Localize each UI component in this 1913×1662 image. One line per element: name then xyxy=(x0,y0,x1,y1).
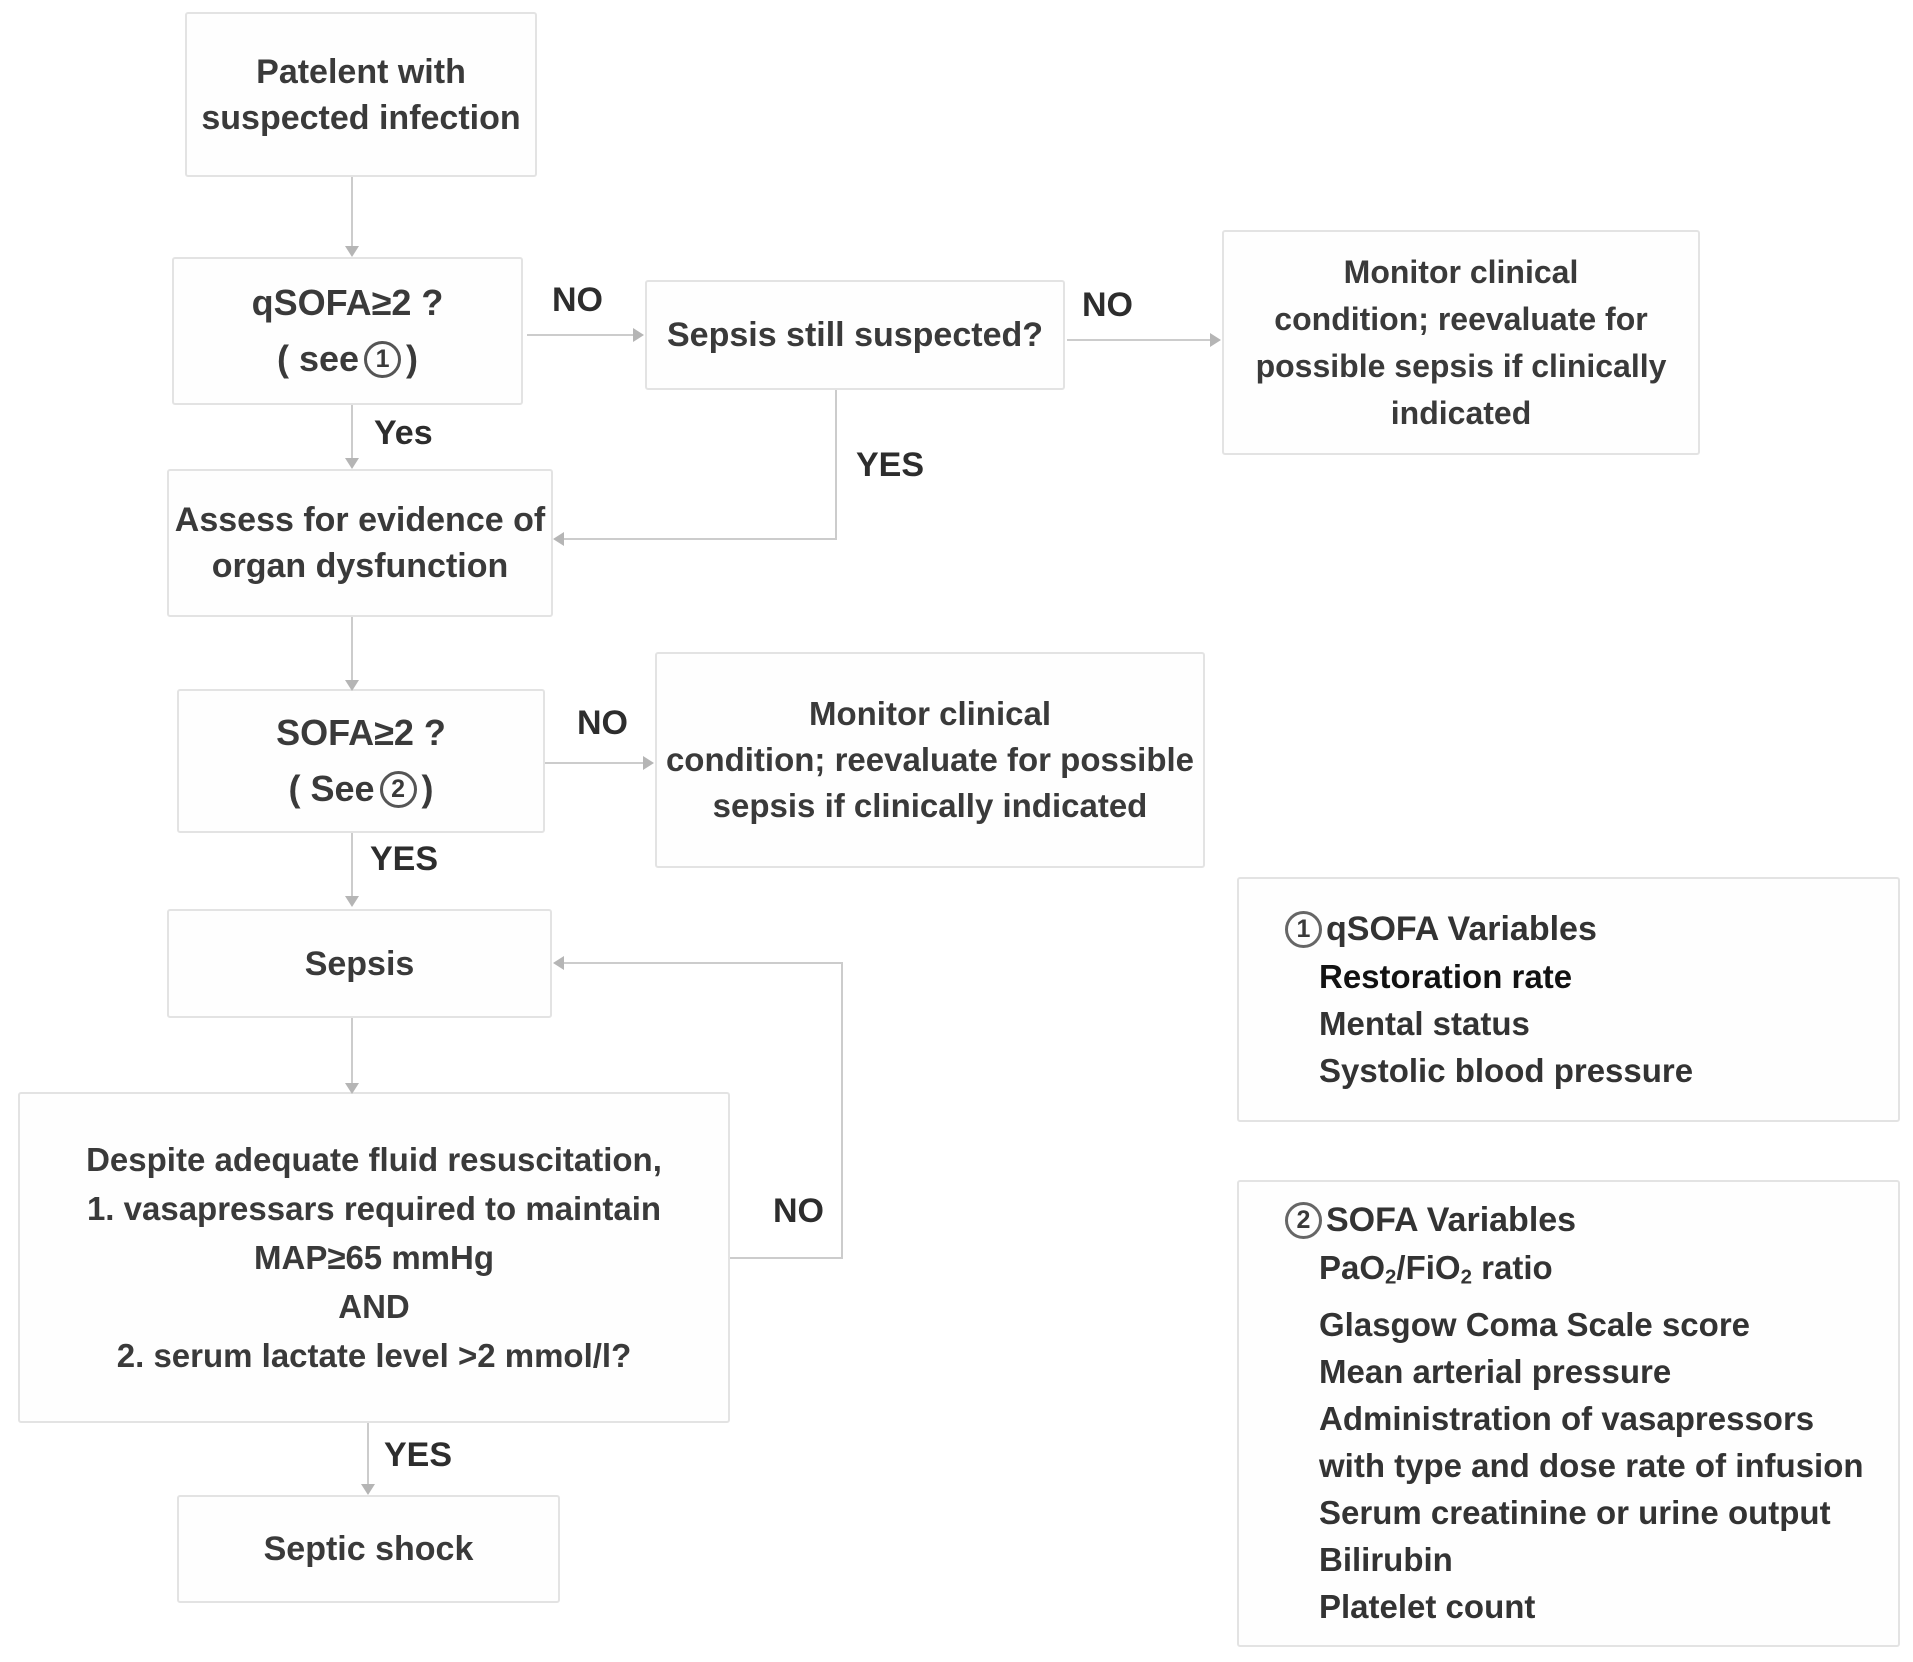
node-sepsis-label: Sepsis xyxy=(304,944,415,983)
edge-label-yes: YES xyxy=(384,1436,453,1474)
node-assess-organ-dysfunction: Assess for evidence of organ dysfunction xyxy=(167,469,553,617)
ratio-subscript: 2 xyxy=(1460,1265,1472,1289)
node-monitor-mid-line: sepsis if clinically indicated xyxy=(712,787,1148,824)
edge-label-no: NO xyxy=(552,281,603,319)
arrowhead-down-icon xyxy=(345,1083,359,1094)
legend-sofa-item-pao2-fio2: PaO2/FiO2 ratio xyxy=(1285,1244,1898,1301)
edge-label-yes: YES xyxy=(370,840,439,878)
edge-label-yes: YES xyxy=(856,446,925,484)
connector-qsofa-no xyxy=(527,334,635,336)
node-patient-line: suspected infection xyxy=(201,98,521,137)
legend-sofa-item: Serum creatinine or urine output xyxy=(1319,1493,1831,1531)
circled-1-icon: 1 xyxy=(364,340,402,378)
connector-assess-sofa xyxy=(351,617,353,683)
legend-sofa-item: Mean arterial pressure xyxy=(1319,1352,1672,1390)
arrowhead-down-icon xyxy=(345,680,359,691)
circled-2-icon: 2 xyxy=(379,770,417,808)
arrowhead-down-icon xyxy=(345,246,359,257)
legend-sofa-title: SOFA Variables xyxy=(1326,1201,1577,1240)
arrowhead-right-icon xyxy=(1210,333,1221,347)
connector-suspected-no xyxy=(1067,339,1213,341)
node-monitor-top-line: Monitor clinical xyxy=(1343,253,1579,290)
arrowhead-down-icon xyxy=(345,458,359,469)
legend-sofa-item: Bilirubin xyxy=(1319,1540,1453,1578)
edge-label-no: NO xyxy=(773,1192,824,1230)
node-monitor-top-line: indicated xyxy=(1390,394,1532,431)
node-patient-line: Patelent with xyxy=(256,52,466,91)
connector-criteria-yes xyxy=(367,1423,369,1487)
node-patient: Patelent with suspected infection xyxy=(185,12,537,177)
node-assess-line: Assess for evidence of xyxy=(174,501,546,539)
edge-label-no: NO xyxy=(1082,286,1133,324)
legend-qsofa-item: Systolic blood pressure xyxy=(1319,1051,1694,1089)
legend-qsofa-item: Restoration rate xyxy=(1319,957,1573,995)
connector-qsofa-yes xyxy=(351,405,353,461)
see-ref-prefix: ( see xyxy=(276,338,360,379)
connector-suspected-yes-vertical xyxy=(835,390,837,540)
see-ref-prefix: ( See xyxy=(288,768,375,809)
node-assess-line: organ dysfunction xyxy=(211,547,509,585)
legend-sofa-item: with type and dose rate of infusion xyxy=(1319,1446,1864,1484)
ratio-text: PaO xyxy=(1319,1249,1386,1287)
arrowhead-down-icon xyxy=(361,1484,375,1495)
node-sofa-question: SOFA≥2 ? xyxy=(276,712,446,753)
node-monitor-top-line: possible sepsis if clinically xyxy=(1255,347,1667,384)
legend-qsofa-item: Mental status xyxy=(1319,1004,1530,1042)
connector-criteria-no-bottom xyxy=(730,1257,843,1259)
node-criteria-line: 1. vasapressars required to maintain xyxy=(86,1190,662,1227)
arrowhead-right-icon xyxy=(633,328,644,342)
node-sepsis: Sepsis xyxy=(167,909,552,1018)
ratio-text: ratio xyxy=(1471,1249,1553,1287)
connector-suspected-yes-horizontal xyxy=(562,538,837,540)
node-septic-shock-label: Septic shock xyxy=(263,1530,474,1568)
connector-criteria-no-top xyxy=(562,962,843,964)
legend-sofa-item: Glasgow Coma Scale score xyxy=(1319,1305,1751,1343)
node-septic-shock-criteria: Despite adequate fluid resuscitation, 1.… xyxy=(18,1092,730,1423)
node-sepsis-still-suspected-label: Sepsis still suspected? xyxy=(666,316,1044,354)
node-criteria-line: Despite adequate fluid resuscitation, xyxy=(86,1141,662,1178)
node-monitor-mid: Monitor clinical condition; reevaluate f… xyxy=(655,652,1205,868)
connector-sofa-no xyxy=(545,762,645,764)
legend-sofa-item: Administration of vasapressors xyxy=(1319,1399,1815,1437)
see-ref-suffix: ) xyxy=(421,768,434,809)
node-septic-shock: Septic shock xyxy=(177,1495,560,1603)
node-criteria-line: AND xyxy=(338,1288,410,1325)
connector-patient-qsofa xyxy=(351,177,353,249)
node-qsofa-question: qSOFA≥2 ? xyxy=(251,282,444,323)
node-monitor-top: Monitor clinical condition; reevaluate f… xyxy=(1222,230,1700,455)
arrowhead-down-icon xyxy=(345,896,359,907)
circled-1-icon: 1 xyxy=(1285,910,1322,948)
connector-sofa-yes xyxy=(351,833,353,899)
arrowhead-right-icon xyxy=(643,756,654,770)
circled-2-icon: 2 xyxy=(1285,1202,1322,1240)
arrowhead-left-icon xyxy=(553,532,564,546)
ratio-subscript: 2 xyxy=(1385,1265,1397,1289)
node-monitor-top-line: condition; reevaluate for xyxy=(1274,300,1648,337)
arrowhead-left-icon xyxy=(553,956,564,970)
edge-label-yes: Yes xyxy=(374,414,433,452)
node-sepsis-still-suspected: Sepsis still suspected? xyxy=(645,280,1065,390)
node-criteria-line: 2. serum lactate level >2 mmol/l? xyxy=(116,1337,632,1374)
edge-label-no: NO xyxy=(577,704,628,742)
legend-qsofa-title: qSOFA Variables xyxy=(1326,909,1597,948)
node-criteria-line: MAP≥65 mmHg xyxy=(254,1239,494,1276)
node-monitor-mid-line: condition; reevaluate for possible xyxy=(665,741,1195,778)
legend-sofa-item: Platelet count xyxy=(1319,1587,1536,1625)
connector-criteria-no-vertical xyxy=(841,962,843,1259)
ratio-text: /FiO xyxy=(1396,1249,1461,1287)
see-ref-suffix: ) xyxy=(406,338,419,379)
connector-sepsis-criteria xyxy=(351,1018,353,1086)
node-monitor-mid-line: Monitor clinical xyxy=(808,695,1052,732)
